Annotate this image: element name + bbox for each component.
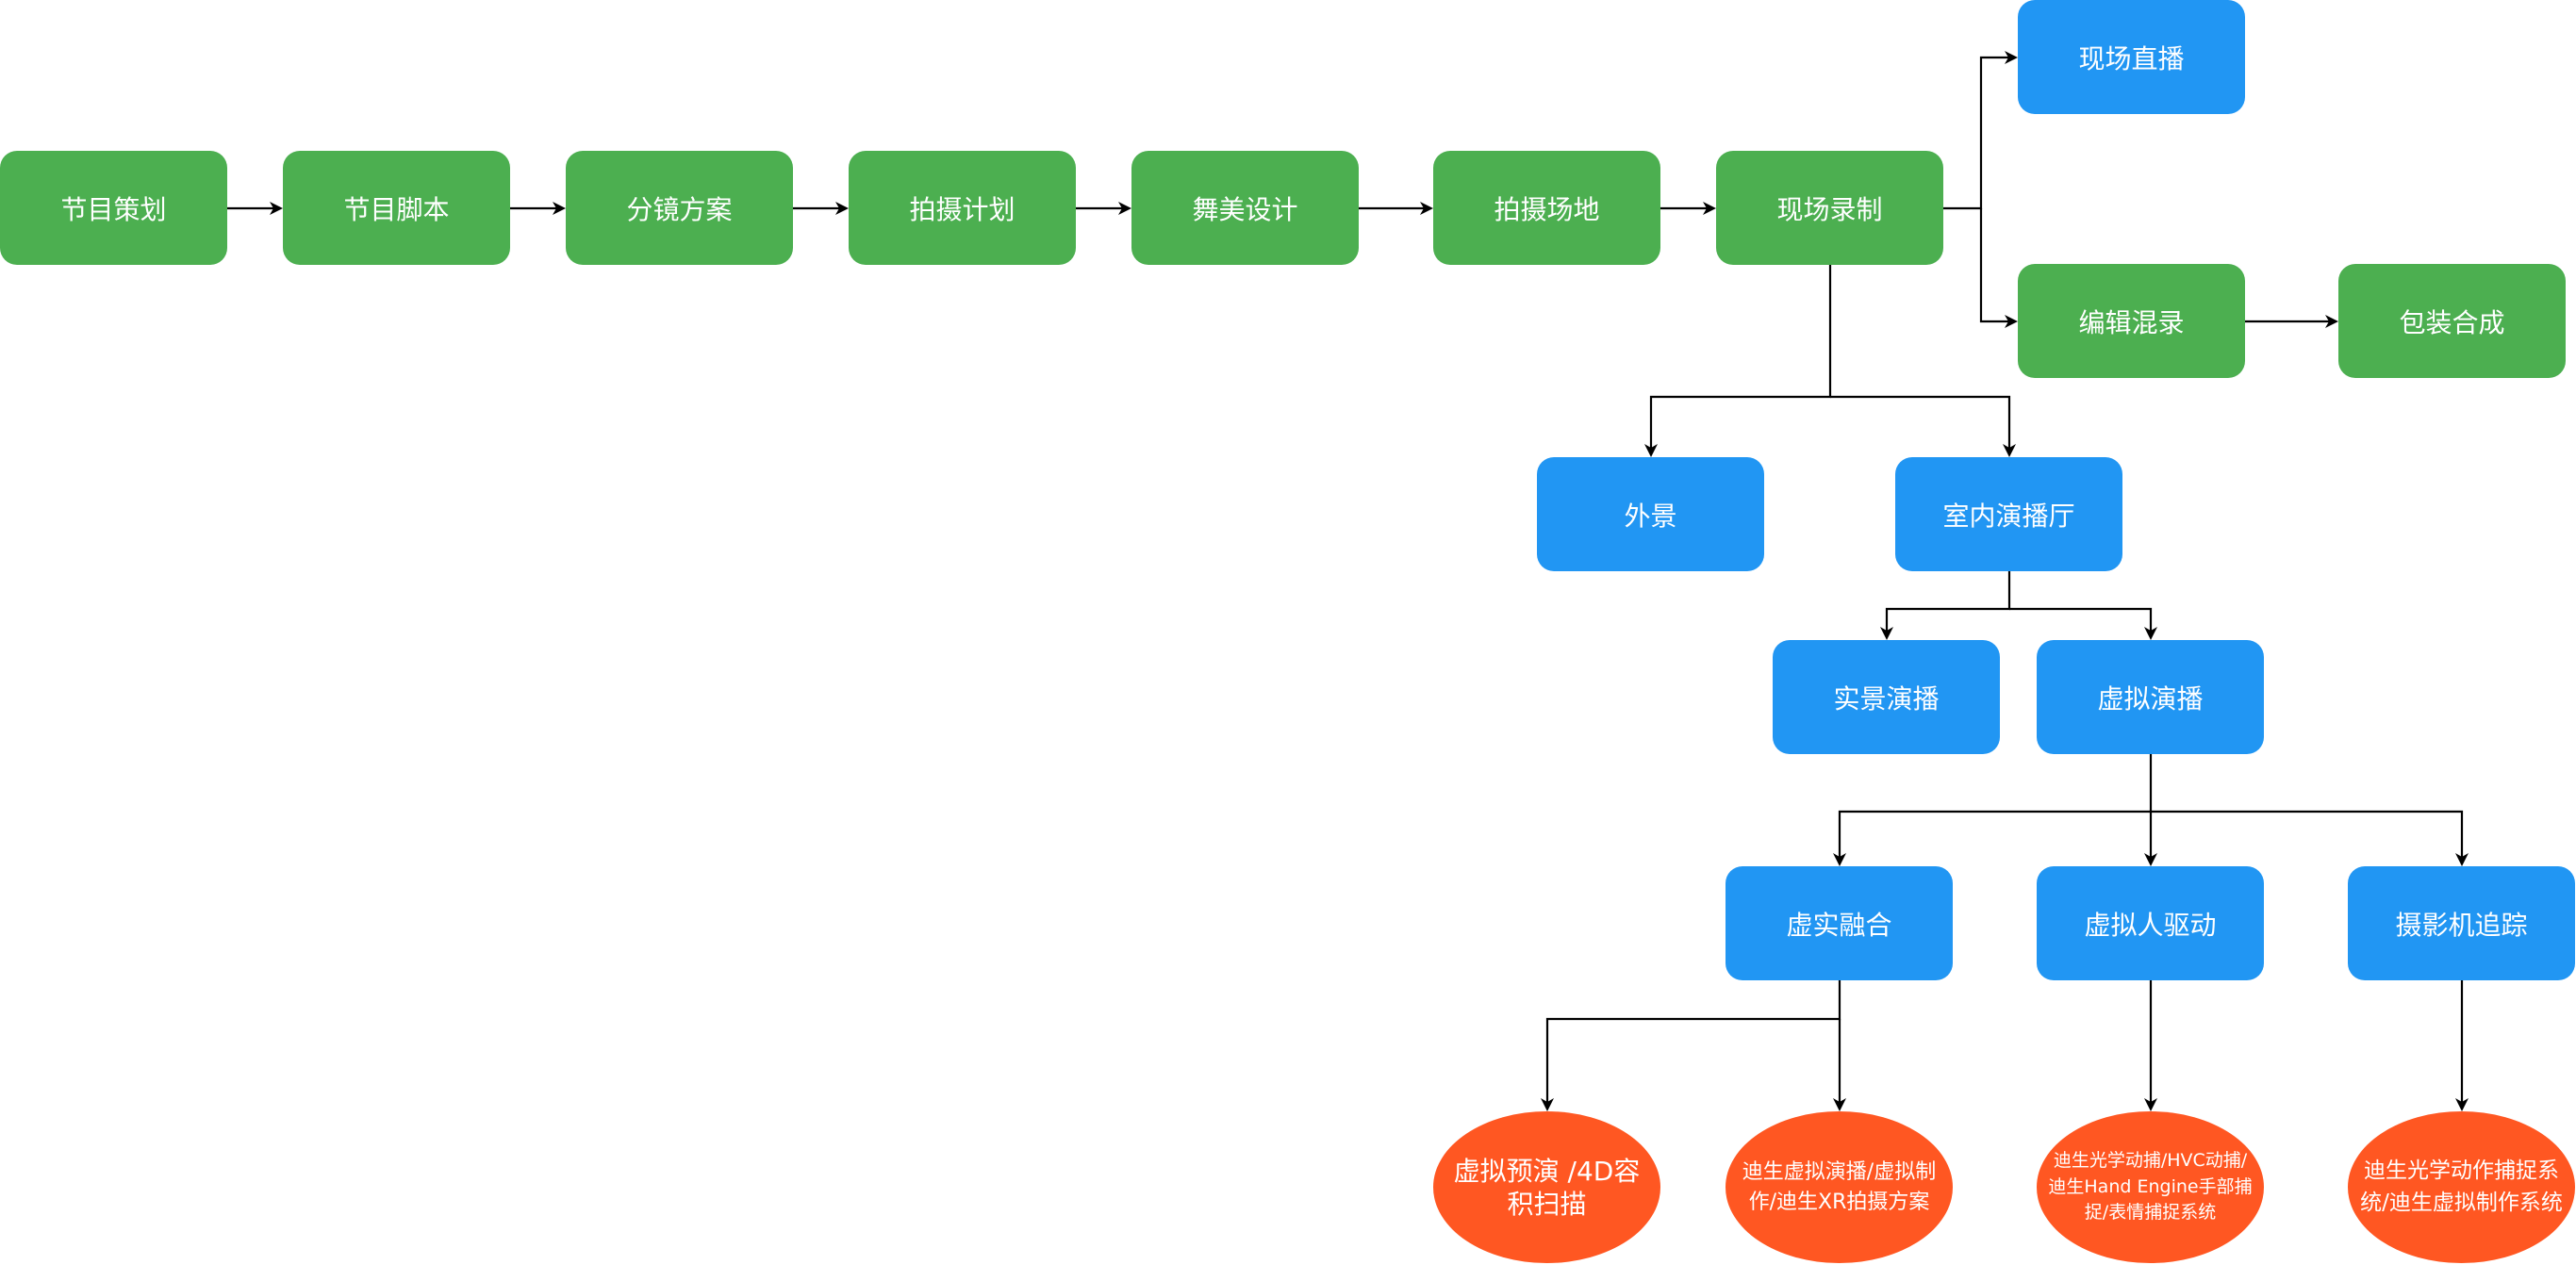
node-camera-tracking: 摄影机追踪: [2348, 866, 2575, 980]
edge-indoor-to-real: [1885, 571, 2011, 632]
edge-indoor-to-virtual: [2009, 607, 2153, 632]
arrowhead: [2455, 1098, 2469, 1111]
node-shooting-venue: 拍摄场地: [1433, 151, 1660, 265]
arrowhead: [2144, 853, 2157, 866]
arrowhead: [1541, 1098, 1554, 1111]
node-storyboard: 分镜方案: [566, 151, 793, 265]
node-solution-camera-system: 迪生光学动作捕捉系统/迪生虚拟制作系统: [2348, 1111, 2575, 1263]
node-live-broadcast: 现场直播: [2018, 0, 2245, 114]
arrowhead: [2455, 853, 2469, 866]
arrowhead: [2144, 627, 2157, 640]
node-program-planning: 节目策划: [0, 151, 227, 265]
arrowhead: [1833, 853, 1846, 866]
arrowhead: [2005, 51, 2018, 64]
arrowhead: [270, 202, 283, 215]
arrowhead: [835, 202, 849, 215]
node-avatar-driving: 虚拟人驱动: [2037, 866, 2264, 980]
arrowhead: [2003, 444, 2016, 457]
arrowhead: [1420, 202, 1433, 215]
edge-virtual-to-camera: [2151, 810, 2464, 859]
arrowhead: [2144, 1098, 2157, 1111]
node-outdoor: 外景: [1537, 457, 1764, 571]
arrowhead: [2325, 315, 2338, 328]
node-package-compose: 包装合成: [2338, 264, 2566, 378]
arrowhead: [1880, 627, 1893, 640]
edge-virtual-to-mixed: [1838, 754, 2153, 859]
node-virtual-broadcast: 虚拟演播: [2037, 640, 2264, 754]
arrowhead: [1118, 202, 1131, 215]
node-program-script: 节目脚本: [283, 151, 510, 265]
node-stage-design: 舞美设计: [1131, 151, 1359, 265]
edge-recording-to-venues: [1649, 265, 1832, 449]
node-shooting-plan: 拍摄计划: [849, 151, 1076, 265]
node-indoor-studio: 室内演播厅: [1895, 457, 2122, 571]
arrowhead: [1703, 202, 1716, 215]
edge-recording-to-indoor: [1830, 395, 2011, 449]
node-solution-mocap: 迪生光学动捕/HVC动捕/迪生Hand Engine手部捕捉/表情捕捉系统: [2037, 1111, 2264, 1263]
node-mixed-reality: 虚实融合: [1726, 866, 1953, 980]
node-edit-mix: 编辑混录: [2018, 264, 2245, 378]
node-real-scene-broadcast: 实景演播: [1773, 640, 2000, 754]
arrowhead: [1833, 1098, 1846, 1111]
node-on-site-recording: 现场录制: [1716, 151, 1943, 265]
node-solution-previz: 虚拟预演 /4D容积扫描: [1433, 1111, 1660, 1263]
arrowhead: [1644, 444, 1658, 457]
edge-recording-to-edit: [1979, 208, 2010, 323]
arrowhead: [2005, 315, 2018, 328]
arrowhead: [553, 202, 566, 215]
edge-mixed-to-previz: [1545, 980, 1841, 1104]
node-solution-xr: 迪生虚拟演播/虚拟制作/迪生XR拍摄方案: [1726, 1111, 1953, 1263]
edge-recording-to-live: [1943, 56, 2010, 210]
